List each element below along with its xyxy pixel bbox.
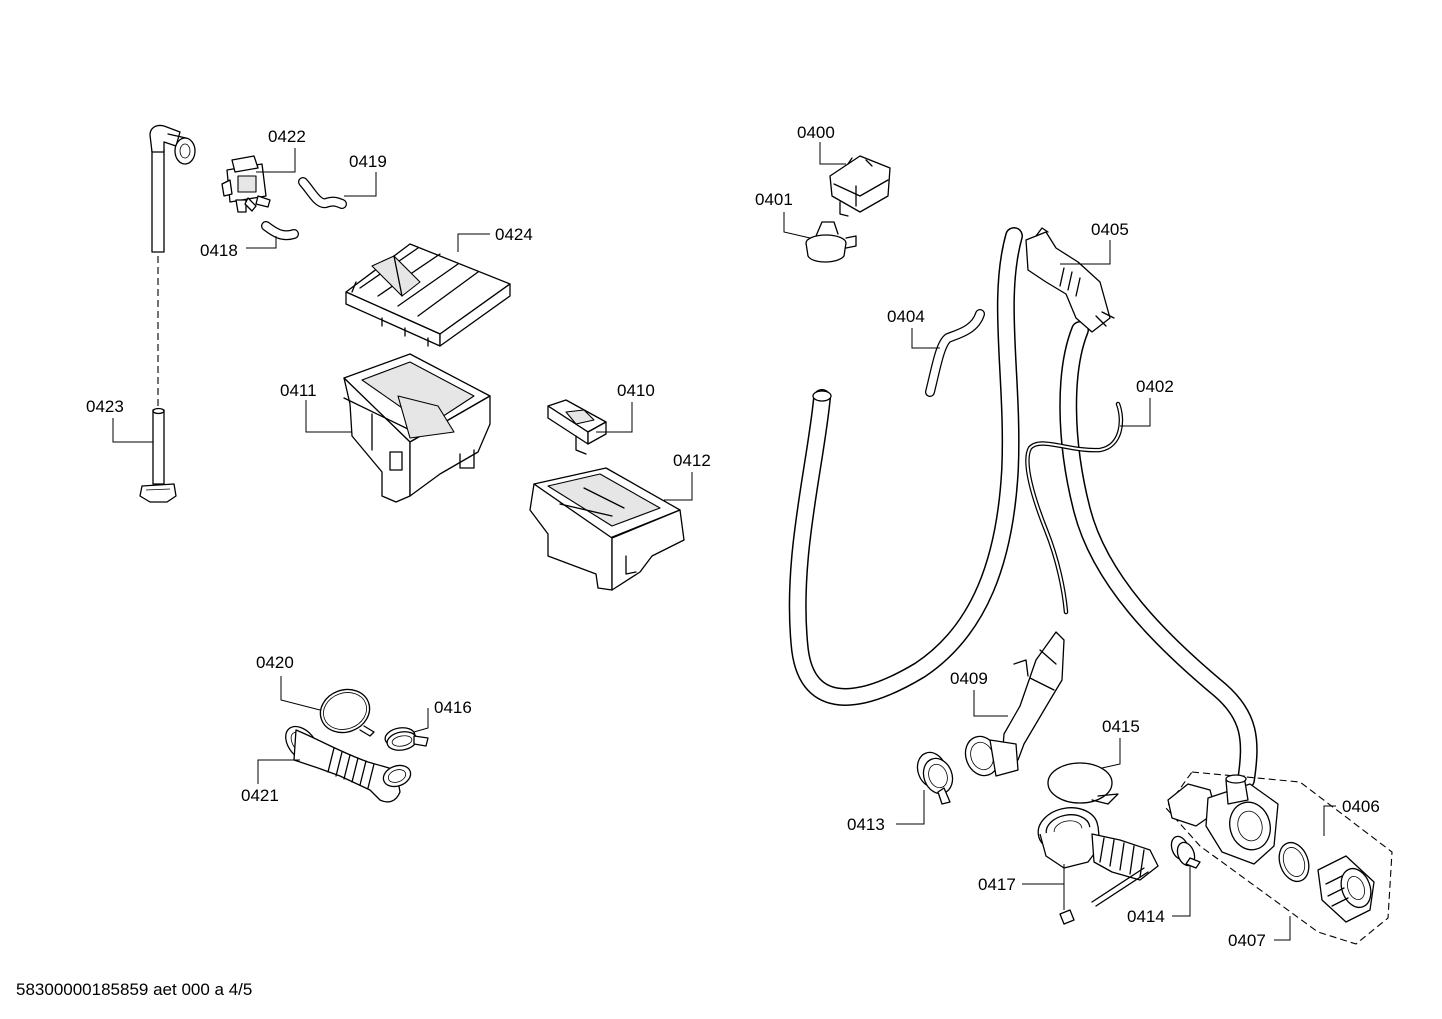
label-0411: 0411: [280, 381, 317, 400]
part-0411-dispenser-housing[interactable]: [343, 353, 491, 503]
label-0402: 0402: [1136, 377, 1174, 396]
label-0418: 0418: [200, 241, 238, 260]
part-0413-hose-clamp[interactable]: [913, 748, 958, 805]
part-0401-pressure-sensor[interactable]: [805, 221, 857, 263]
label-0413: 0413: [847, 815, 885, 834]
label-0409: 0409: [950, 669, 988, 688]
label-0404: 0404: [887, 307, 925, 326]
label-0407: 0407: [1228, 931, 1266, 950]
label-0416: 0416: [434, 698, 472, 717]
label-0417: 0417: [978, 875, 1016, 894]
part-0419-hose[interactable]: [298, 177, 347, 209]
drain-hose-assembly: [788, 227, 1258, 789]
document-footer-code: 58300000185859 aet 000 a 4/5: [16, 980, 253, 999]
part-0402-wire-tube[interactable]: [1025, 401, 1124, 615]
label-0406: 0406: [1342, 797, 1380, 816]
part-0418-hose[interactable]: [261, 221, 299, 241]
part-0412-dispenser-drawer[interactable]: [529, 467, 685, 591]
label-0423: 0423: [86, 397, 124, 416]
label-0401: 0401: [755, 190, 793, 209]
part-0414-small-clamp[interactable]: [1168, 834, 1201, 869]
part-0405-elbow-connector[interactable]: [1025, 227, 1115, 333]
label-0400: 0400: [797, 123, 835, 142]
label-0419: 0419: [349, 152, 387, 171]
label-0422: 0422: [268, 127, 306, 146]
part-0424-dispenser-top[interactable]: [345, 243, 511, 347]
part-0416-hose-clamp[interactable]: [384, 726, 429, 753]
part-0421-bellows-hose[interactable]: [279, 720, 413, 803]
label-0420: 0420: [256, 653, 294, 672]
part-0410-siphon-cap[interactable]: [547, 399, 607, 455]
part-0420-ring[interactable]: [314, 683, 375, 740]
label-0414: 0414: [1127, 907, 1165, 926]
leader-lines: [112, 142, 1336, 941]
part-0404-hose[interactable]: [925, 309, 985, 397]
part-0407-pump-filter[interactable]: [1274, 838, 1376, 923]
part-0409-air-trap[interactable]: [960, 631, 1065, 780]
label-0410: 0410: [617, 381, 655, 400]
part-0423-inlet-pipe[interactable]: [139, 124, 196, 503]
label-0424: 0424: [495, 225, 533, 244]
label-0421: 0421: [241, 786, 279, 805]
label-0412: 0412: [673, 451, 711, 470]
part-0415-cover-disc[interactable]: [1047, 762, 1119, 805]
part-0400-bracket[interactable]: [829, 155, 891, 217]
part-0417-pump-housing[interactable]: [1035, 803, 1159, 925]
part-number-labels: 0422 0419 0418 0424 0411 0410 0412 0423 …: [86, 123, 1380, 950]
label-0405: 0405: [1091, 220, 1129, 239]
part-0406-drain-pump[interactable]: [1165, 771, 1393, 945]
label-0415: 0415: [1102, 717, 1140, 736]
part-0422-inlet-valve[interactable]: [221, 155, 271, 213]
